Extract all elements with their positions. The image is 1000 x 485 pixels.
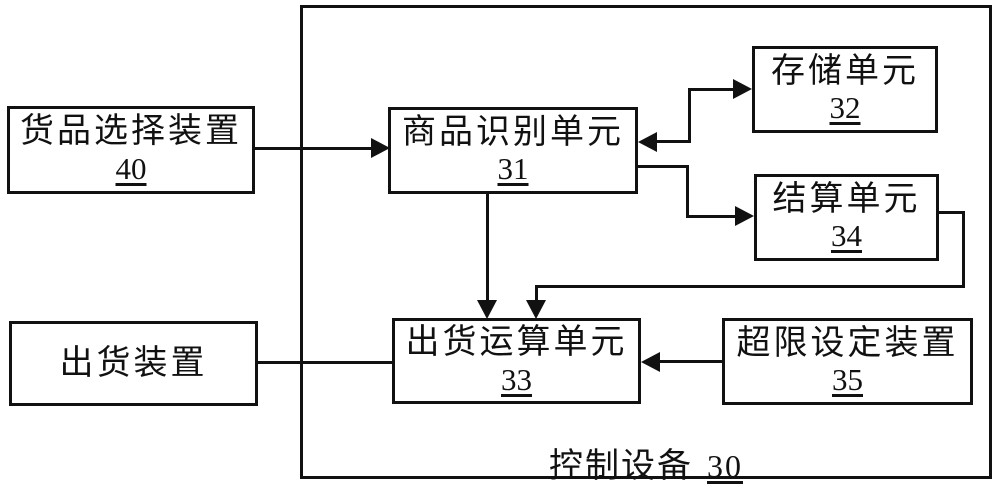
- node-shipping-device-label: 出货装置: [59, 344, 208, 382]
- connector-40-to-31-line: [255, 147, 375, 150]
- connector-34-33-segment-d: [535, 285, 538, 302]
- connector-31-32-segment-b: [688, 88, 691, 143]
- control-device-number: 30: [707, 448, 743, 484]
- control-device-container-box: [300, 5, 992, 479]
- node-shipping-calculation-unit: 出货运算单元 33: [392, 318, 641, 404]
- arrowhead-into-32: [733, 79, 752, 99]
- arrowhead-into-31-right: [638, 132, 657, 152]
- connector-31-32-segment-c: [688, 88, 734, 91]
- node-shipping-calculation-label: 出货运算单元: [405, 324, 628, 362]
- connector-31-34-segment-b: [686, 165, 689, 218]
- node-storage-number: 32: [829, 90, 861, 126]
- node-shipping-device: 出货装置: [9, 321, 258, 406]
- node-goods-selection-device: 货品选择装置 40: [7, 106, 255, 194]
- arrowhead-into-31-left: [371, 138, 390, 158]
- control-device-label: 控制设备: [549, 448, 693, 485]
- node-overlimit-setting-number: 35: [832, 362, 863, 398]
- connector-31-33-line: [486, 194, 489, 302]
- arrowhead-into-33-top-left: [477, 300, 497, 319]
- node-storage-label: 存储单元: [771, 52, 919, 90]
- connector-34-33-segment-b: [962, 211, 965, 288]
- control-device-caption: 控制设备 30: [300, 438, 992, 485]
- connector-35-33-line: [659, 360, 722, 363]
- node-settlement-unit: 结算单元 34: [754, 174, 939, 261]
- node-product-recognition-number: 31: [497, 151, 529, 187]
- node-goods-selection-number: 40: [115, 150, 147, 186]
- arrowhead-into-33-top-right: [526, 300, 546, 319]
- node-product-recognition-unit: 商品识别单元 31: [388, 107, 638, 194]
- connector-shipping-device-33-line: [258, 361, 392, 364]
- node-settlement-number: 34: [831, 218, 862, 254]
- node-shipping-calculation-number: 33: [501, 361, 532, 397]
- arrowhead-into-34: [735, 206, 754, 226]
- node-product-recognition-label: 商品识别单元: [402, 113, 624, 151]
- connector-31-34-segment-a: [638, 165, 689, 168]
- connector-34-33-segment-a: [939, 211, 965, 214]
- connector-34-33-segment-c: [535, 285, 965, 288]
- node-overlimit-setting-label: 超限设定装置: [736, 324, 959, 362]
- node-goods-selection-label: 货品选择装置: [20, 113, 242, 151]
- connector-31-34-segment-c: [686, 215, 736, 218]
- node-storage-unit: 存储单元 32: [752, 46, 938, 133]
- connector-31-32-segment-a: [656, 140, 691, 143]
- node-settlement-label: 结算单元: [772, 180, 921, 218]
- node-overlimit-setting-device: 超限设定装置 35: [722, 318, 973, 405]
- arrowhead-into-33-right: [641, 352, 660, 372]
